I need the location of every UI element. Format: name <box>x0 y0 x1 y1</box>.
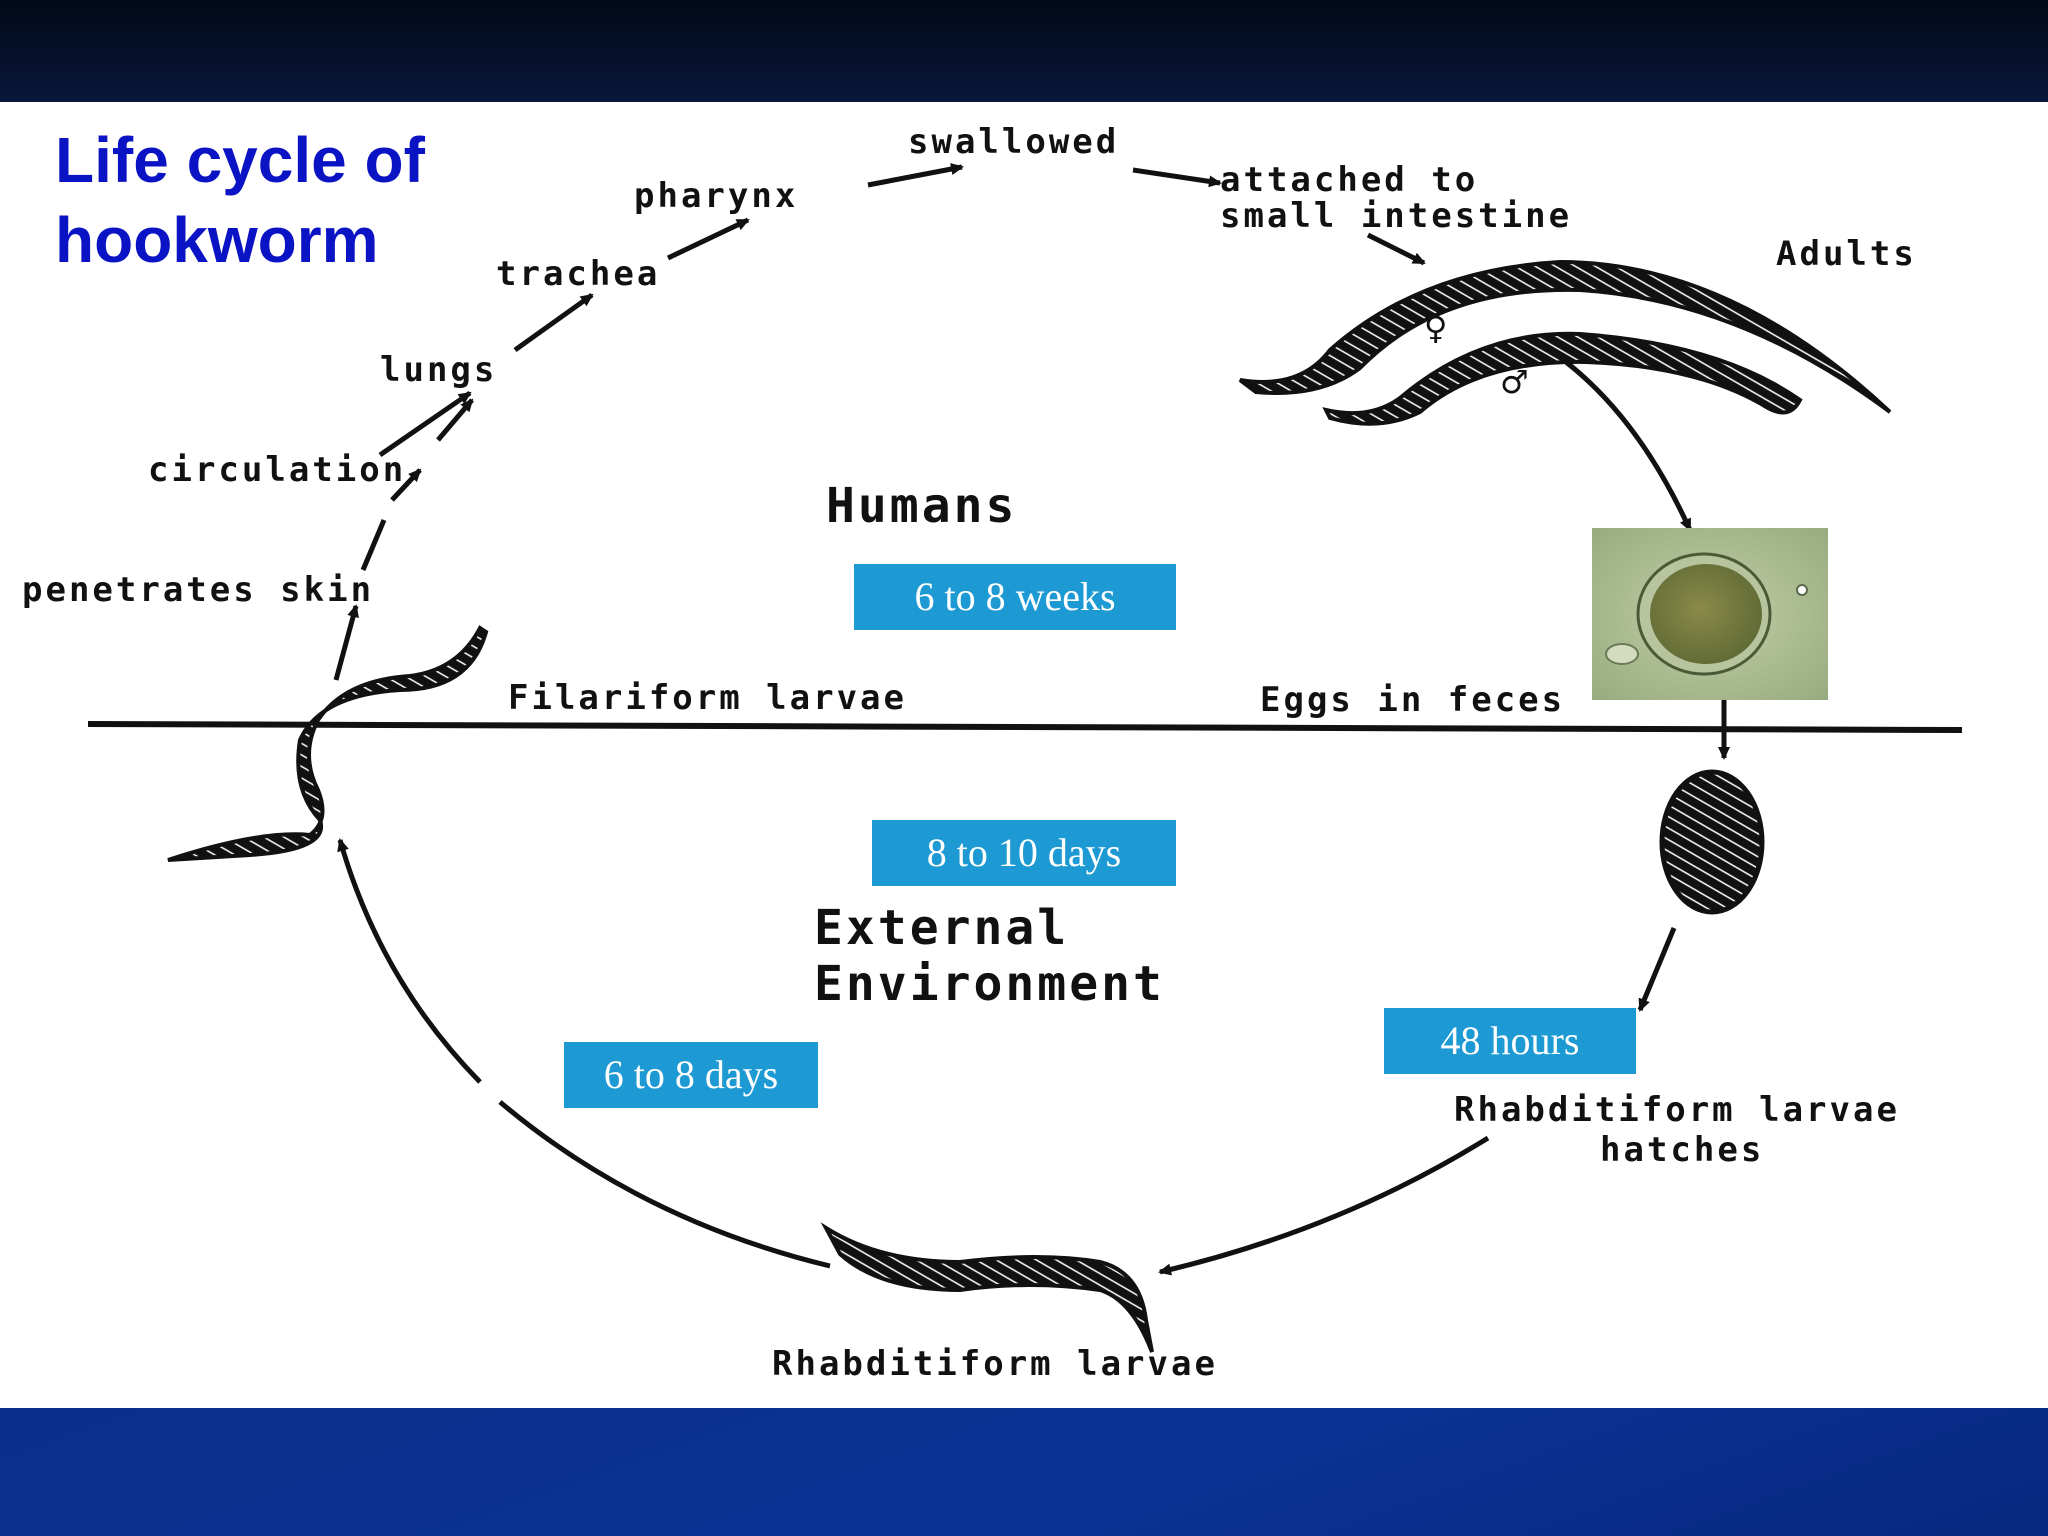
duration-hatch: 48 hours <box>1384 1008 1636 1074</box>
bottom-band <box>0 1408 2048 1536</box>
slide-title: Life cycle of hookworm <box>55 124 425 276</box>
zone-environment: Environment <box>814 956 1165 1012</box>
label-rhabditiform-hatches-1: Rhabditiform larvae <box>1454 1090 1900 1130</box>
filariform-larva <box>167 625 489 862</box>
diagram-area <box>0 102 2048 1408</box>
rhabditiform-larva-bottom <box>820 1222 1154 1353</box>
label-rhabditiform-larvae: Rhabditiform larvae <box>772 1344 1218 1384</box>
arrow-rhabditiform-to-filariform-lower <box>498 1100 831 1269</box>
arrow-adults-to-eggs <box>1564 360 1693 532</box>
label-trachea: trachea <box>496 254 661 294</box>
label-lungs: lungs <box>380 350 498 390</box>
arrow-hatch-to-rhabditiform <box>1158 1135 1490 1276</box>
label-small-intestine: small intestine <box>1220 196 1573 236</box>
label-penetrates-skin: penetrates skin <box>22 570 375 610</box>
label-filariform-larvae: Filariform larvae <box>508 678 907 718</box>
adult-worm-female <box>1238 259 1892 414</box>
label-swallowed: swallowed <box>908 122 1120 162</box>
arrow-to-adults <box>1366 232 1426 266</box>
label-eggs-in-feces: Eggs in feces <box>1260 680 1566 720</box>
adult-worm-male <box>1322 331 1803 426</box>
arrow-rhabditiform-to-filariform-upper <box>337 838 482 1084</box>
arrow-egg-to-hatch <box>1637 927 1677 1012</box>
label-pharynx: pharynx <box>634 176 799 216</box>
arrow-circulation-to-lungs <box>360 470 420 571</box>
zone-humans: Humans <box>826 478 1018 534</box>
label-circulation: circulation <box>148 450 407 490</box>
duration-external: 8 to 10 days <box>872 820 1176 886</box>
egg-micrograph <box>1592 528 1828 700</box>
zone-external: External <box>814 900 1070 956</box>
female-symbol: ♀ <box>1424 309 1451 347</box>
male-symbol: ♂ <box>1500 363 1532 401</box>
duration-humans: 6 to 8 weeks <box>854 564 1176 630</box>
arrow-skin-to-circulation <box>333 604 359 681</box>
label-attached: attached to <box>1220 160 1479 200</box>
top-band <box>0 0 2048 102</box>
label-rhabditiform-hatches-2: hatches <box>1600 1130 1765 1170</box>
arrow-lungs-to-trachea <box>436 398 474 442</box>
arrow-circulation-up <box>378 390 472 458</box>
arrow-pharynx-to-swallowed <box>666 217 750 261</box>
embryonated-egg <box>1659 769 1765 915</box>
arrow-attached-right <box>1132 167 1222 188</box>
ground-line <box>87 721 1963 733</box>
arrow-swallowed-to-attached <box>867 163 964 188</box>
arrow-trachea-up <box>513 292 594 353</box>
label-adults: Adults <box>1776 234 1917 274</box>
duration-rhabditiform: 6 to 8 days <box>564 1042 818 1108</box>
egg-micrograph-image <box>1592 528 1828 700</box>
